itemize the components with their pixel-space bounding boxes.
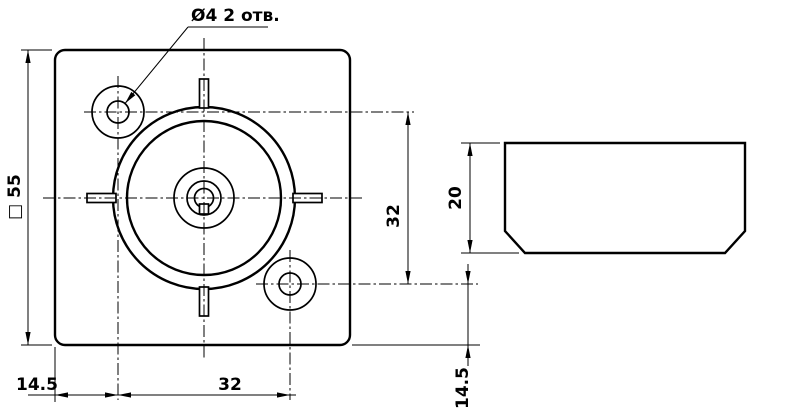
dim-thickness-label: 20	[446, 186, 466, 210]
dim-holes-vertical-spacing: 32	[384, 112, 411, 284]
arrowhead-icon	[25, 50, 31, 63]
arrowhead-icon	[467, 143, 473, 156]
arrowhead-icon	[277, 392, 290, 398]
centerlines	[43, 38, 478, 400]
side-view-outline	[503, 141, 747, 255]
dim-square-label: □ 55	[5, 174, 25, 220]
leader-callout-holes: Ø4 2 отв.	[124, 6, 280, 104]
arrowhead-icon	[55, 392, 68, 398]
arrowhead-icon	[105, 392, 118, 398]
holes-leader-label: Ø4 2 отв.	[191, 6, 280, 26]
dim-square-side: □ 55	[5, 49, 52, 346]
arrowhead-icon	[465, 345, 471, 358]
dim-thickness: 20	[446, 142, 519, 254]
arrowhead-icon	[465, 271, 471, 284]
dim-offset-left-label: 14.5	[16, 375, 58, 395]
arrowhead-icon	[118, 392, 131, 398]
arrowhead-icon	[405, 271, 411, 284]
side-view	[503, 141, 747, 255]
dim-offset-bottom-right-label: 14.5	[453, 367, 473, 408]
front-view	[43, 38, 478, 400]
arrowhead-icon	[25, 332, 31, 345]
arrowhead-icon	[405, 112, 411, 125]
arrowhead-icon	[467, 240, 473, 253]
leader-arrowhead-icon	[125, 91, 136, 104]
dim-holes-horizontal-label: 32	[218, 375, 242, 395]
leader-line	[124, 26, 189, 104]
dim-chain-bottom: 14.5 32	[16, 347, 296, 402]
dim-holes-vertical-label: 32	[384, 204, 404, 228]
dim-bottom-offset-right: 14.5	[352, 264, 480, 408]
